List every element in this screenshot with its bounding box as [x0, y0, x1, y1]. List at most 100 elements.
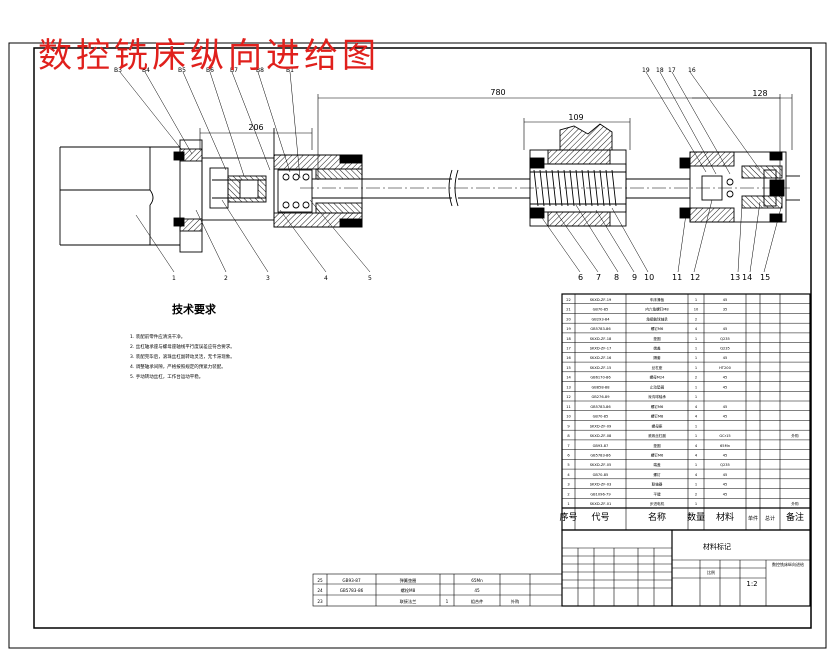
parts-cell-no: 12: [566, 395, 571, 399]
callout-labels-right: 6 7 8 9 10 11 12 13 14 15: [578, 273, 770, 282]
callout-2: 2: [224, 275, 228, 282]
parts-cell-code: SKXD-ZF-05: [590, 463, 612, 467]
lower-parts-cell-name: 弹簧垫圈: [400, 577, 417, 584]
callout-B7: B7: [230, 67, 238, 74]
parts-cell-code: SKXD-ZF-16: [590, 356, 612, 360]
dim-right-end: 128: [752, 89, 767, 98]
callout-B6: B6: [206, 67, 214, 74]
parts-cell-no: 13: [566, 385, 571, 389]
parts-cell-mat: HT200: [719, 366, 731, 370]
callout-4: 4: [324, 275, 328, 282]
parts-cell-qty: 1: [695, 298, 697, 302]
parts-cell-name: 螺母座: [652, 423, 663, 428]
parts-cell-no: 9: [567, 424, 570, 428]
dimension-lines: [199, 94, 793, 180]
parts-cell-note: 外购: [791, 501, 799, 506]
callout-B3: B3: [114, 67, 122, 74]
parts-cell-mat: 45: [723, 492, 728, 496]
inner-frame: [33, 47, 812, 629]
parts-cell-name: 端盖: [653, 462, 661, 467]
parts-cell-qty: 1: [695, 395, 697, 399]
parts-cell-name: 内六角螺钉M8: [645, 307, 669, 312]
parts-header-cell: 名称: [648, 511, 666, 523]
parts-cell-no: 19: [566, 327, 571, 331]
parts-cell-mat: 35: [723, 308, 728, 312]
parts-cell-qty: 2: [695, 317, 697, 321]
tech-requirement-2: 2. 丝杠轴承座与螺母座轴线平行度误差应符合要求。: [130, 345, 235, 350]
parts-cell-code: GB70-85: [593, 308, 609, 312]
parts-cell-code: SKXD-ZF-03: [590, 483, 612, 487]
parts-cell-no: 20: [566, 317, 571, 321]
parts-cell-no: 7: [567, 444, 569, 448]
callout-10: 10: [644, 273, 654, 282]
parts-cell-mat: GCr15: [719, 434, 730, 438]
lower-parts-cell-note: 外购: [511, 598, 519, 605]
parts-cell-mat: 45: [723, 483, 728, 487]
parts-cell-name: 止动垫圈: [650, 384, 665, 389]
parts-cell-code: GB858-88: [592, 385, 611, 389]
parts-cell-mat: 45: [723, 376, 728, 380]
callout-19: 19: [642, 67, 650, 74]
parts-cell-mat: 45: [723, 385, 728, 389]
lower-parts-cell-qty: 1: [446, 599, 449, 604]
lower-parts-cell-no: 24: [317, 588, 323, 593]
lower-parts-cell-code: GB93-87: [342, 578, 361, 583]
parts-cell-code: GB6170-86: [590, 376, 611, 380]
parts-cell-code: GB276-89: [592, 395, 611, 399]
parts-cell-qty: 1: [695, 463, 697, 467]
parts-cell-qty: 1: [695, 424, 697, 428]
parts-cell-mat: 45: [723, 327, 728, 331]
parts-cell-no: 11: [566, 405, 571, 409]
lower-parts-cell-name: 螺栓M8: [401, 587, 416, 594]
tech-requirement-1: 1. 装配前零件应清洗干净。: [130, 335, 186, 340]
parts-cell-code: GB293-84: [592, 317, 611, 321]
parts-cell-name: 隔套: [653, 355, 661, 360]
parts-cell-qty: 4: [695, 327, 698, 331]
parts-header-cell: 序号: [559, 511, 577, 523]
parts-cell-mat: 45: [723, 298, 728, 302]
parts-header-cell: 单件: [748, 515, 758, 522]
dim-nut-block: 109: [568, 113, 583, 122]
parts-cell-mat: Q235: [720, 337, 730, 341]
parts-cell-name: 车床滑板: [650, 297, 665, 302]
parts-cell-name: 平键: [653, 491, 661, 496]
parts-cell-no: 15: [566, 366, 571, 370]
parts-cell-mat: 45: [723, 454, 728, 458]
parts-cell-no: 2: [567, 492, 569, 496]
parts-cell-mat: Q235: [720, 347, 730, 351]
callout-8: 8: [614, 273, 619, 282]
callout-12: 12: [690, 273, 700, 282]
parts-cell-code: GB5783-86: [590, 405, 611, 409]
lower-parts-cell-mat: 65Mn: [471, 578, 483, 583]
parts-cell-mat: 65Mn: [720, 444, 730, 448]
outer-frame: [8, 42, 827, 649]
right-support: [679, 151, 800, 223]
parts-cell-name: 端盖: [653, 346, 661, 351]
parts-cell-name: 螺钉M6: [651, 404, 664, 409]
tech-requirement-3: 3. 装配完毕后，滚珠丝杠副转动灵活，无卡滞现象。: [130, 355, 235, 360]
callout-15: 15: [760, 273, 770, 282]
parts-cell-name: 螺钉M6: [651, 326, 664, 331]
parts-cell-qty: 4: [695, 473, 698, 477]
parts-cell-name: 螺钉M8: [651, 414, 664, 419]
parts-cell-qty: 1: [695, 356, 697, 360]
callout-16: 16: [688, 67, 696, 74]
parts-cell-name: 丝杠座: [652, 365, 663, 370]
parts-cell-code: SKXD-ZF-17: [590, 347, 612, 351]
parts-cell-name: 深沟球轴承: [648, 394, 666, 399]
callout-5: 5: [368, 275, 372, 282]
parts-cell-mat: 45: [723, 415, 728, 419]
parts-cell-qty: 1: [695, 366, 697, 370]
callout-6: 6: [578, 273, 583, 282]
drawing-title: 数控铣床纵向进给图: [38, 36, 380, 76]
parts-cell-qty: 1: [695, 483, 697, 487]
parts-cell-no: 16: [566, 356, 571, 360]
parts-cell-qty: 4: [695, 405, 698, 409]
parts-cell-mat: 45: [723, 473, 728, 477]
title-block: [561, 529, 811, 607]
parts-cell-no: 8: [567, 434, 570, 438]
title-block-drawing-name: 数控铣床纵向进给: [772, 561, 804, 567]
parts-cell-name: 垫圈: [653, 336, 661, 341]
